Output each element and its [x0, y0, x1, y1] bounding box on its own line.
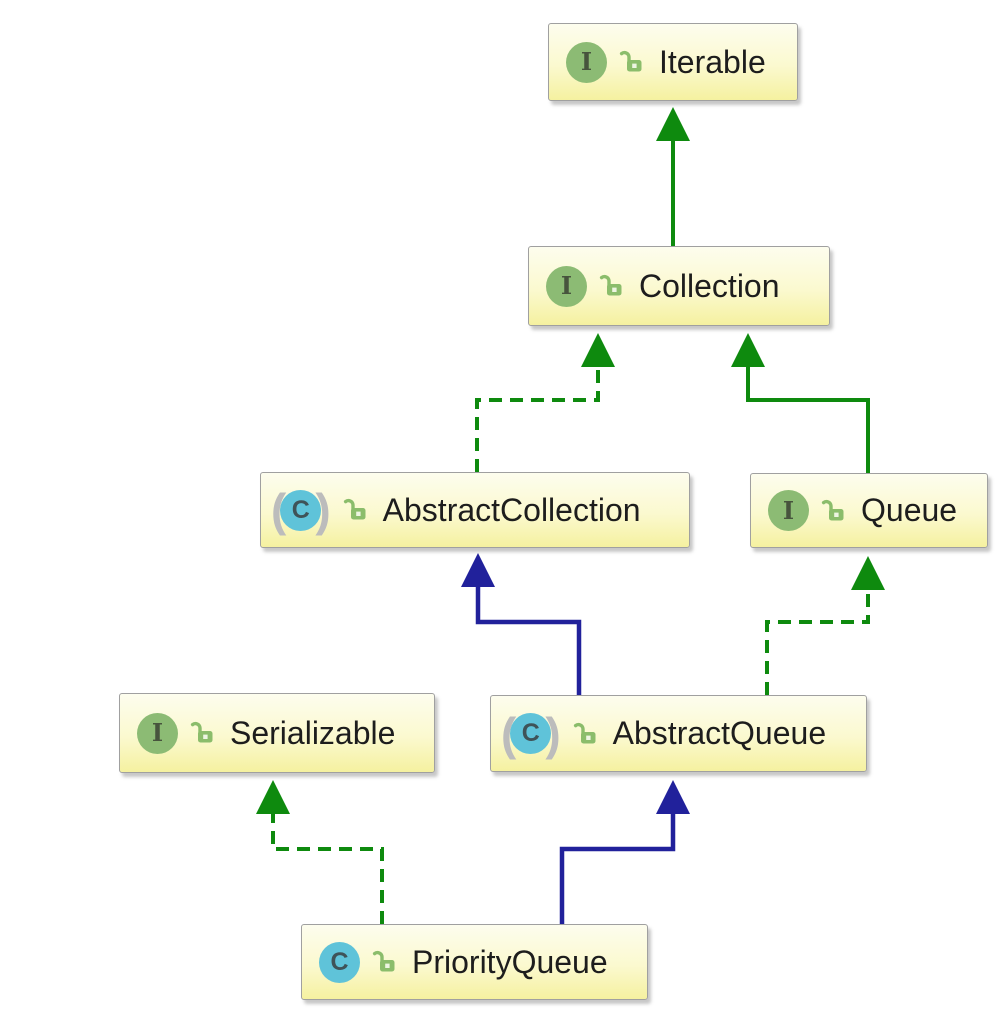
class-letter: C — [291, 495, 310, 524]
interface-letter: I — [560, 271, 573, 300]
edge-abstractcollection-implements-collection — [475, 333, 615, 472]
unlocked-lock-icon — [821, 499, 844, 520]
class-name-label: AbstractQueue — [612, 715, 827, 751]
class-letter: C — [330, 947, 349, 976]
edge-line — [271, 814, 384, 924]
class-name-label: Iterable — [659, 43, 766, 80]
arrowhead-icon — [656, 107, 690, 141]
interface-letter: I — [580, 47, 593, 76]
edge-line — [475, 587, 582, 695]
class-name-label: Queue — [861, 492, 958, 528]
class-icon: C — [319, 941, 360, 983]
unlocked-lock-icon — [190, 721, 213, 743]
unlocked-lock-icon — [343, 498, 366, 520]
arrowhead-icon — [581, 333, 615, 367]
edge-priorityqueue-implements-serializable — [256, 780, 384, 924]
abstract-paren-close: ) — [545, 707, 561, 760]
abstract-class-icon: ( C ) — [501, 711, 561, 757]
class-node-queue[interactable]: I Queue — [750, 473, 988, 548]
class-name-label: Collection — [639, 267, 780, 304]
interface-icon: I — [566, 41, 607, 83]
arrowhead-icon — [256, 780, 290, 814]
interface-letter: I — [151, 718, 164, 747]
class-node-collection[interactable]: I Collection — [528, 246, 830, 326]
edge-line — [746, 367, 870, 473]
class-name-label: Serializable — [230, 714, 396, 751]
arrowhead-icon — [851, 556, 885, 590]
class-node-priorityqueue[interactable]: C PriorityQueue — [301, 924, 648, 1000]
arrowhead-icon — [461, 553, 495, 587]
class-node-abstractqueue[interactable]: ( C ) AbstractQueue — [490, 695, 867, 772]
class-name-label: PriorityQueue — [412, 943, 608, 980]
edge-abstractqueue-extends-abstractcollection — [461, 553, 582, 695]
class-node-iterable[interactable]: I Iterable — [548, 23, 798, 101]
arrowhead-icon — [656, 780, 690, 814]
edge-line — [475, 367, 600, 472]
unlocked-lock-icon — [573, 722, 596, 743]
edge-priorityqueue-extends-abstractqueue — [559, 780, 690, 924]
edge-queue-extends-collection — [731, 333, 870, 473]
edge-collection-extends-iterable — [656, 107, 690, 246]
arrowhead-icon — [731, 333, 765, 367]
edge-abstractqueue-implements-queue — [765, 556, 885, 695]
interface-icon: I — [546, 265, 587, 307]
unlocked-lock-icon — [372, 950, 395, 972]
interface-letter: I — [782, 495, 795, 525]
abstract-class-icon: ( C ) — [271, 487, 331, 533]
abstract-paren-close: ) — [315, 484, 331, 536]
class-node-serializable[interactable]: I Serializable — [119, 693, 435, 773]
unlocked-lock-icon — [599, 274, 622, 296]
class-node-abstractcollection[interactable]: ( C ) AbstractCollection — [260, 472, 690, 548]
class-name-label: AbstractCollection — [382, 491, 641, 528]
class-letter: C — [521, 719, 540, 747]
interface-icon: I — [137, 712, 178, 754]
interface-icon: I — [768, 490, 809, 531]
edge-line — [559, 814, 676, 924]
unlocked-lock-icon — [619, 50, 642, 72]
edge-line — [765, 590, 870, 695]
